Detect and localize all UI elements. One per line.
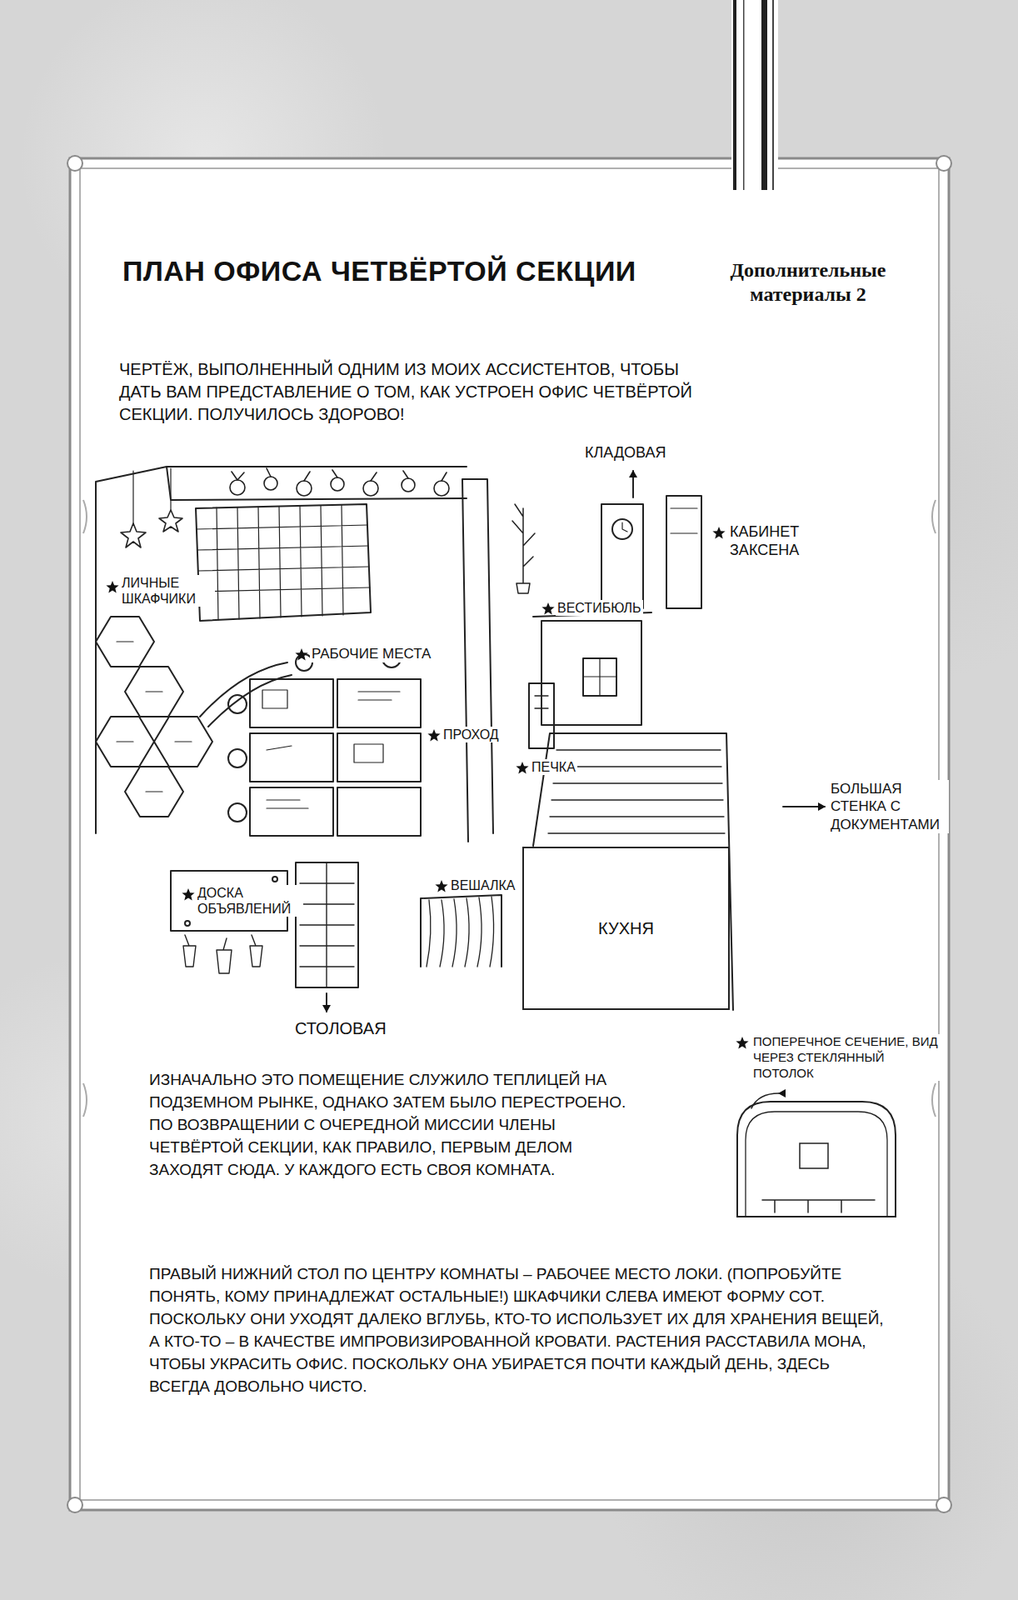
office-sketch-part bbox=[426, 896, 495, 967]
cross-section-sketch-part bbox=[751, 1092, 779, 1108]
area-label: ВЕСТИБЮЛЬ bbox=[555, 599, 644, 616]
office-sketch-part bbox=[272, 876, 278, 882]
office-sketch-part bbox=[534, 695, 549, 709]
office-sketch-part bbox=[337, 733, 421, 782]
cross-section-sketch bbox=[737, 1092, 896, 1217]
body-paragraph: ИЗНАЧАЛЬНО ЭТО ПОМЕЩЕНИЕ СЛУЖИЛО ТЕПЛИЦЕ… bbox=[147, 1068, 651, 1182]
office-sketch-part bbox=[195, 504, 371, 621]
side-stripe-part bbox=[761, 0, 768, 190]
office-sketch-part bbox=[337, 678, 421, 728]
page-title: ПЛАН ОФИСА ЧЕТВЁРТОЙ СЕКЦИИ bbox=[122, 254, 637, 289]
star-marker bbox=[294, 648, 308, 661]
office-sketch-part bbox=[196, 504, 370, 620]
office-sketch-part bbox=[601, 504, 644, 609]
supplement-tag: Дополнительные материалы 2 bbox=[689, 258, 927, 307]
office-sketch-part bbox=[622, 522, 628, 532]
cross-section-sketch-part bbox=[737, 1101, 896, 1217]
office-sketch-part bbox=[183, 934, 263, 974]
area-label: ПЕЧКА bbox=[529, 758, 578, 775]
office-sketch-part bbox=[783, 805, 825, 808]
star-marker bbox=[427, 728, 440, 742]
office-sketch-part-part bbox=[330, 477, 345, 491]
office-sketch-part bbox=[159, 509, 183, 532]
office-sketch-part bbox=[199, 662, 292, 727]
office-sketch-part-part bbox=[363, 480, 379, 496]
page-frame-part bbox=[67, 155, 83, 171]
office-sketch-part bbox=[262, 689, 400, 809]
side-stripe-part bbox=[731, 0, 779, 190]
office-sketch-part bbox=[249, 787, 334, 836]
office-sketch-part-part bbox=[264, 476, 278, 490]
star-marker bbox=[105, 580, 119, 594]
room-box: КУХНЯ bbox=[522, 846, 730, 1010]
office-sketch-part-part bbox=[434, 480, 450, 496]
page-frame-part bbox=[83, 499, 936, 1117]
side-stripe-part bbox=[733, 0, 737, 190]
office-sketch-part bbox=[184, 920, 190, 926]
legend-note: ПОПЕРЕЧНОЕ СЕЧЕНИЕ, ВИД ЧЕРЕЗ СТЕКЛЯННЫЙ… bbox=[751, 1033, 945, 1081]
cross-section-sketch-part bbox=[799, 1142, 829, 1168]
office-sketch-part bbox=[670, 508, 698, 534]
office-sketch-part bbox=[228, 748, 247, 768]
area-label: ЛИЧНЫЕ ШКАФЧИКИ bbox=[119, 574, 215, 607]
office-sketch-part bbox=[229, 468, 450, 496]
side-stripe-part bbox=[743, 0, 745, 190]
intro-note: ЧЕРТЁЖ, ВЫПОЛНЕННЫЙ ОДНИМ ИЗ МОИХ АССИСТ… bbox=[117, 358, 704, 426]
office-sketch-part bbox=[420, 894, 502, 967]
star-marker bbox=[434, 879, 448, 893]
office-sketch-part bbox=[632, 470, 634, 498]
page-frame-part bbox=[936, 155, 952, 171]
room-label: КЛАДОВАЯ bbox=[583, 444, 669, 463]
area-label: РАБОЧИЕ МЕСТА bbox=[309, 645, 433, 663]
room-label: БОЛЬШАЯ СТЕНКА С ДОКУМЕНТАМИ bbox=[828, 779, 949, 834]
page-frame-part bbox=[67, 1497, 83, 1513]
office-sketch-part bbox=[228, 694, 247, 714]
star-marker bbox=[181, 888, 195, 901]
cross-section-sketch-part bbox=[762, 1199, 875, 1213]
area-label: ВЕШАЛКА bbox=[449, 877, 518, 894]
office-sketch bbox=[95, 466, 825, 1012]
area-label: ПРОХОД bbox=[441, 726, 501, 743]
office-sketch-part bbox=[116, 641, 192, 792]
label-stars bbox=[105, 526, 749, 1049]
office-sketch-part bbox=[133, 468, 171, 524]
office-sketch-part bbox=[325, 993, 328, 1012]
office-sketch-part bbox=[528, 683, 554, 749]
star-marker bbox=[515, 761, 529, 774]
office-sketch-part bbox=[337, 787, 421, 836]
office-sketch-part-part bbox=[229, 479, 245, 495]
office-sketch-part bbox=[462, 479, 494, 842]
body-paragraph: ПРАВЫЙ НИЖНИЙ СТОЛ ПО ЦЕНТРУ КОМНАТЫ – Р… bbox=[147, 1262, 893, 1398]
star-marker bbox=[541, 602, 554, 615]
room-label: КАБИНЕТ ЗАКСЕНА bbox=[728, 523, 824, 559]
office-sketch-part bbox=[249, 733, 334, 782]
office-sketch-part-part bbox=[296, 480, 312, 496]
office-sketch-part bbox=[295, 862, 359, 988]
side-stripe-part bbox=[772, 0, 774, 190]
page-frame-part bbox=[936, 1497, 952, 1513]
office-sketch-part bbox=[541, 620, 642, 725]
side-stripe bbox=[731, 0, 779, 190]
office-sketch-part bbox=[95, 466, 467, 834]
office-sketch-part bbox=[512, 504, 535, 594]
area-label: ДОСКА ОБЪЯВЛЕНИЙ bbox=[195, 884, 304, 917]
room-label: СТОЛОВАЯ bbox=[293, 1018, 389, 1038]
office-sketch-part bbox=[583, 658, 617, 696]
page-frame bbox=[67, 155, 952, 1513]
star-marker bbox=[735, 1036, 749, 1049]
office-sketch-part bbox=[612, 518, 633, 539]
office-sketch-part-part bbox=[401, 478, 415, 492]
office-sketch-part bbox=[299, 862, 355, 988]
room-name: КУХНЯ bbox=[598, 918, 654, 939]
page-frame-part bbox=[69, 158, 949, 1510]
office-sketch-part-part bbox=[231, 468, 447, 481]
page-frame-part bbox=[79, 168, 939, 1500]
star-marker bbox=[712, 526, 725, 539]
cross-section-sketch-part bbox=[745, 1111, 888, 1217]
office-sketch-part bbox=[228, 803, 247, 822]
office-sketch-part bbox=[666, 495, 702, 609]
office-sketch-part bbox=[120, 523, 146, 548]
office-sketch-part bbox=[583, 658, 617, 696]
